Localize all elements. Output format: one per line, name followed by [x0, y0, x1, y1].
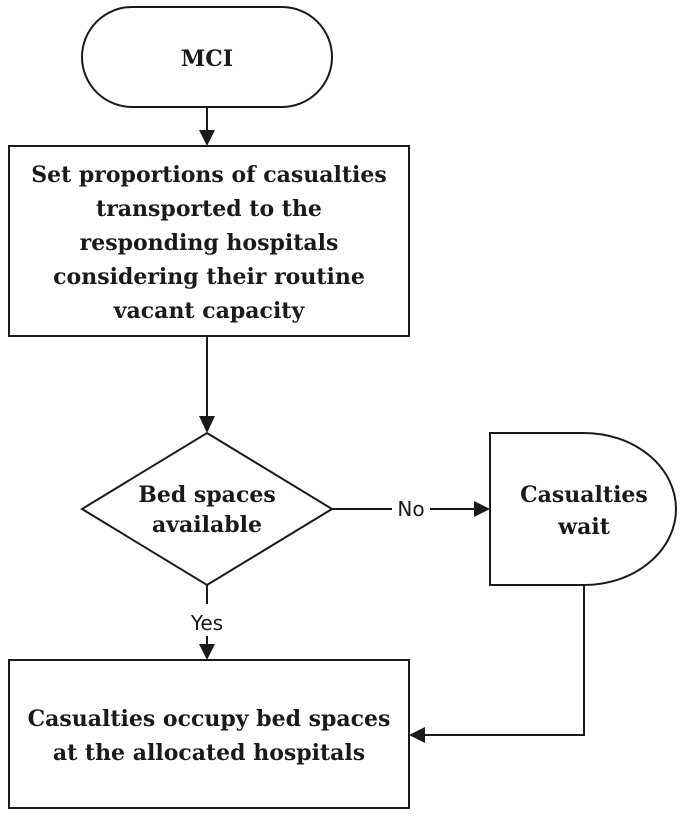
node-wait: Casualties wait: [489, 432, 677, 586]
edge-decision-to-occupy: Yes: [190, 585, 223, 660]
delay-shape: [489, 432, 677, 586]
node-occupy: Casualties occupy bed spaces at the allo…: [8, 659, 410, 809]
decision-line-1: Bed spaces: [138, 482, 275, 508]
process-line-2: transported to the: [96, 196, 322, 222]
node-start: MCI: [81, 6, 333, 108]
node-decision: Bed spaces available: [80, 431, 334, 587]
occupy-line-2: at the allocated hospitals: [53, 740, 365, 766]
edge-process-to-decision: [199, 336, 215, 433]
process-line-3: responding hospitals: [80, 230, 339, 256]
wait-line-1: Casualties: [520, 482, 648, 508]
no-label: No: [397, 497, 424, 521]
arrowhead-icon: [474, 501, 490, 517]
yes-label: Yes: [190, 611, 223, 635]
decision-line-2: available: [152, 512, 262, 538]
process-line-5: vacant capacity: [113, 298, 306, 324]
process-line-4: considering their routine: [53, 264, 365, 290]
process-line-1: Set proportions of casualties: [31, 162, 387, 188]
wait-line-2: wait: [557, 514, 611, 540]
node-set-proportions: Set proportions of casualties transporte…: [8, 145, 410, 337]
arrowhead-icon: [199, 416, 215, 433]
process-box-shape: [8, 145, 410, 337]
edge-start-to-process: [199, 107, 215, 146]
connector-line: [425, 585, 585, 736]
edge-decision-to-wait: No: [332, 497, 490, 521]
start-label: MCI: [181, 46, 233, 72]
occupy-line-1: Casualties occupy bed spaces: [28, 706, 391, 732]
arrowhead-icon: [199, 130, 215, 146]
arrowhead-icon: [409, 727, 425, 743]
decision-diamond-shape: [80, 431, 334, 587]
edge-wait-to-occupy: [409, 585, 585, 743]
arrowhead-icon: [199, 644, 215, 660]
process-box-shape: [8, 659, 410, 809]
